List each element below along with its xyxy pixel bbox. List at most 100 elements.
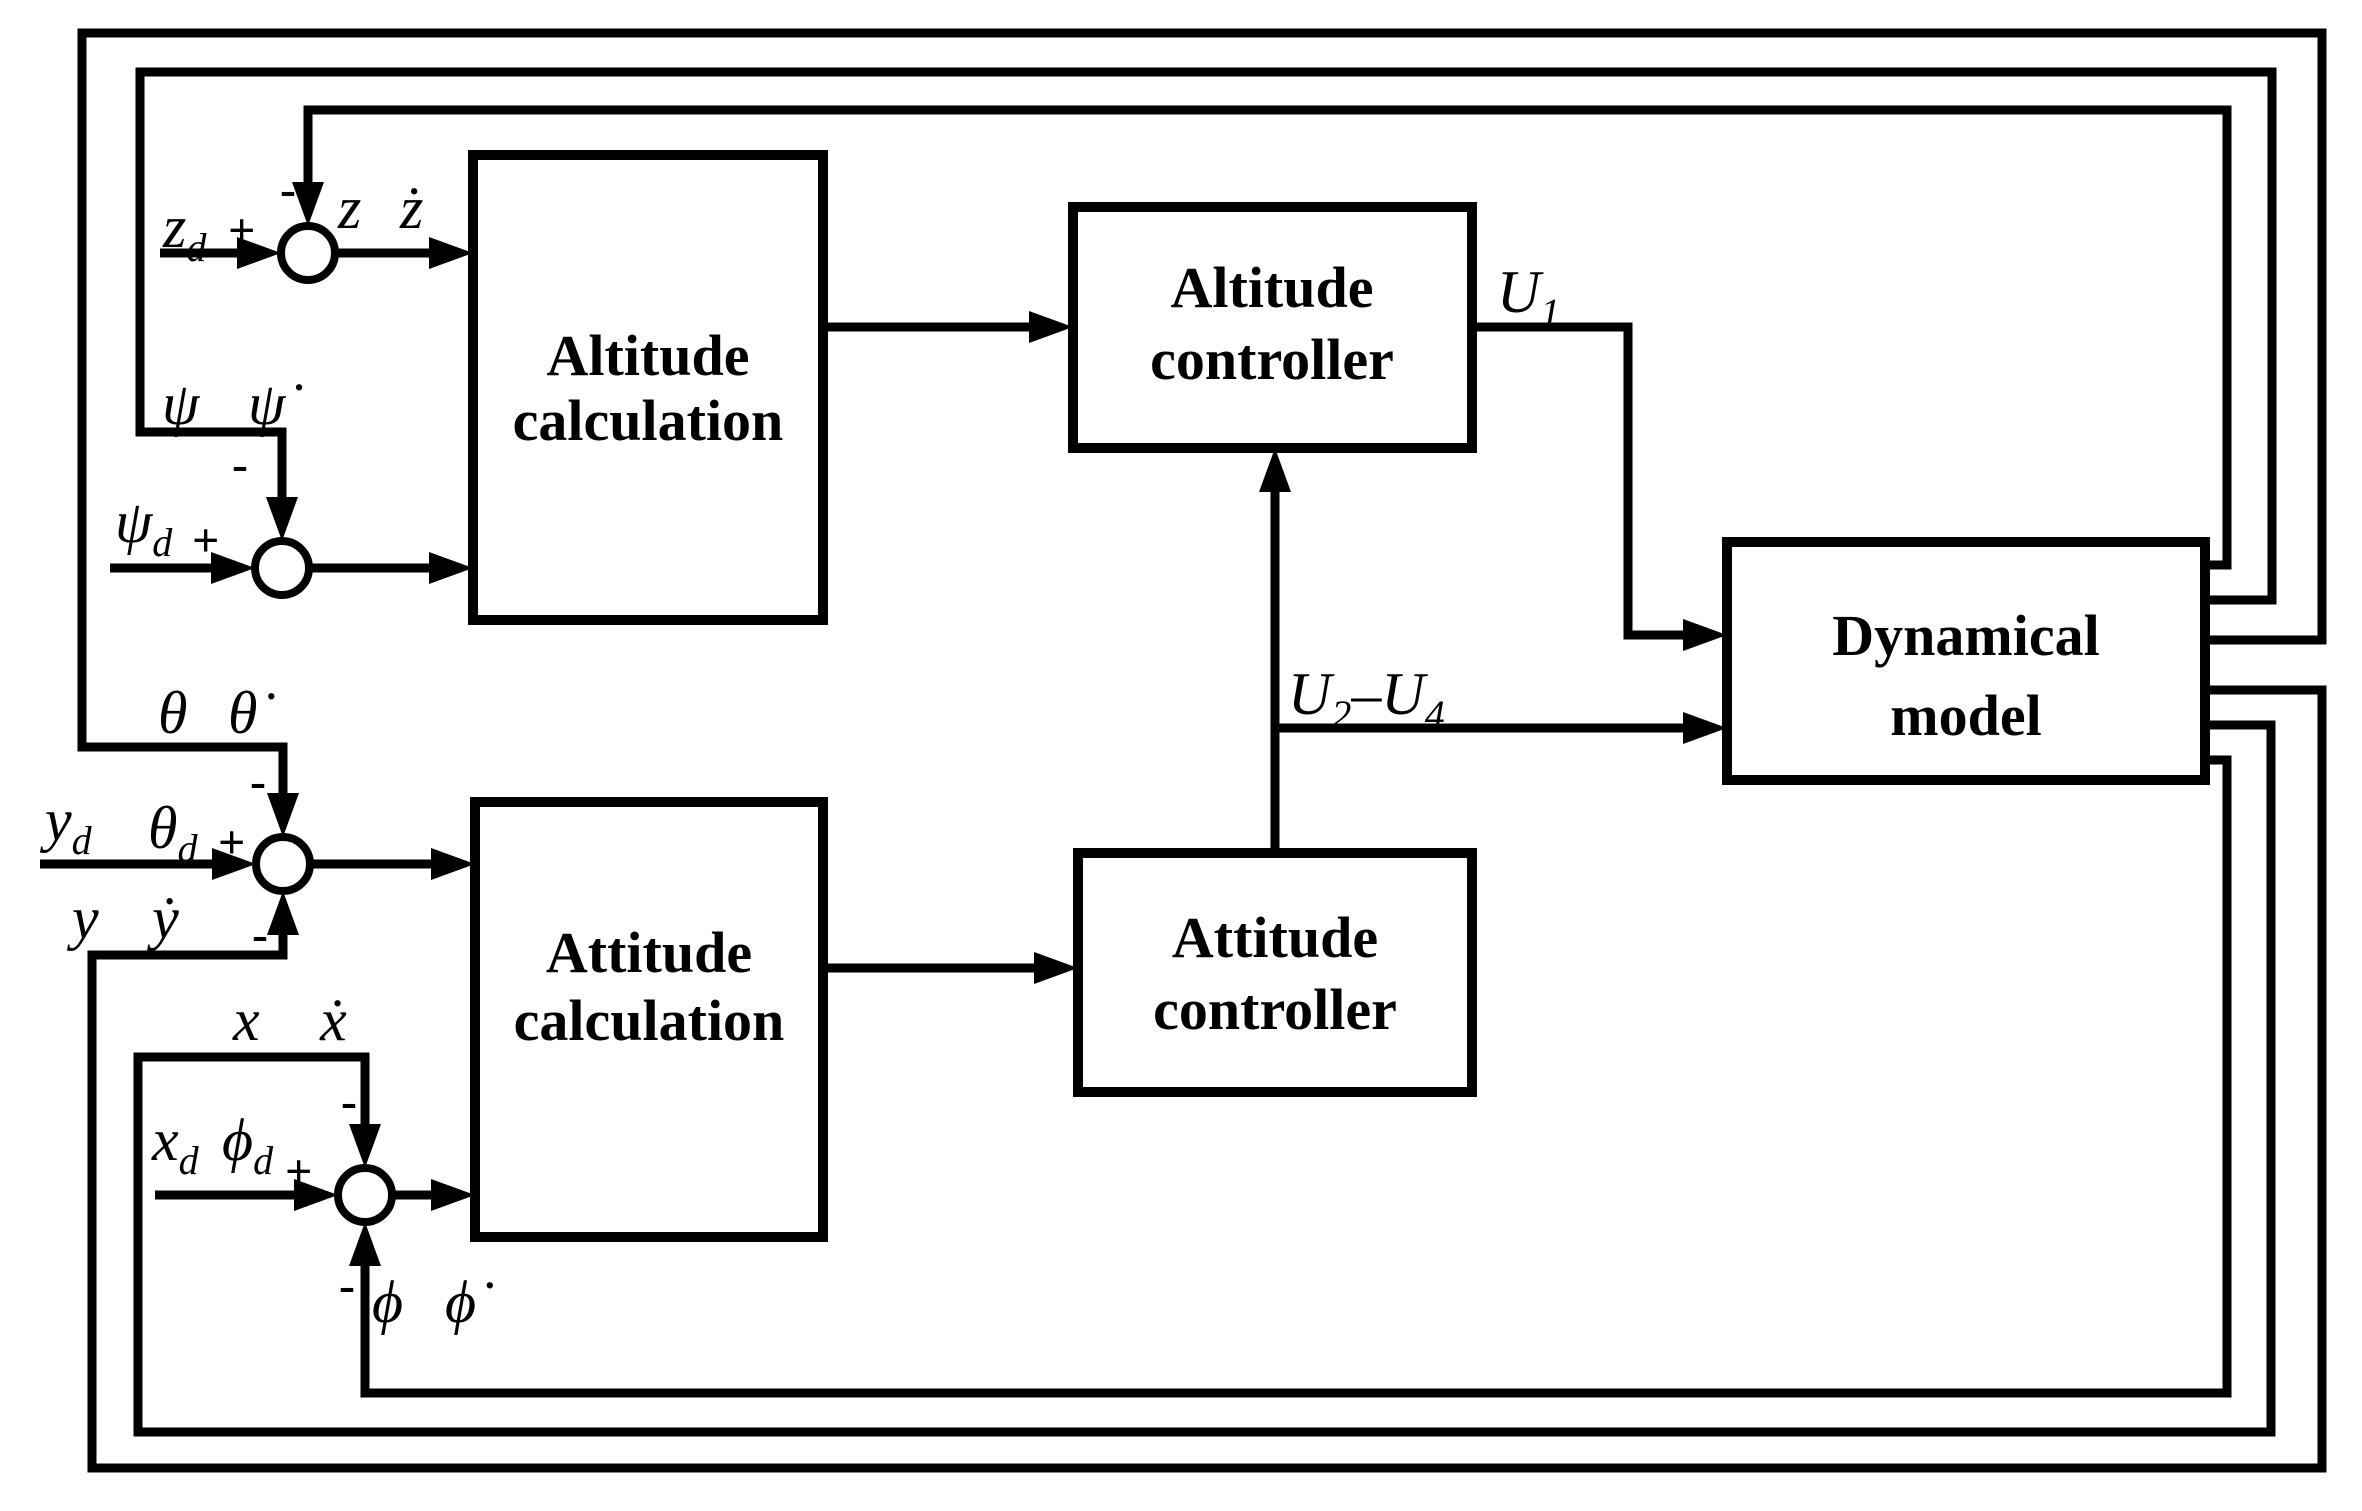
- block-attitude-calculation: Attitude calculation: [470, 797, 828, 1242]
- arrow-theta-into-attitude-calc-icon: [431, 848, 475, 880]
- arrow-into-theta-junction-bottom-icon: [267, 891, 299, 935]
- phi-feedback-minus-sign: -: [339, 1259, 355, 1312]
- yd-base: y: [39, 787, 72, 853]
- u2u4-dash: –: [1350, 661, 1382, 727]
- z-feedback-minus-sign: -: [280, 163, 296, 216]
- thetad-base: θ: [148, 795, 177, 861]
- altitude-calculation-box: [468, 150, 828, 625]
- z-state-label: z: [337, 175, 361, 241]
- dynamical-model-label-line2: model: [1890, 683, 2041, 748]
- zd-base: z: [162, 194, 186, 260]
- block-attitude-controller: Attitude controller: [1073, 848, 1477, 1097]
- yd-sub: d: [72, 818, 93, 863]
- phi-summing-junction: [334, 1164, 396, 1226]
- attitude-controller-label-line2: controller: [1153, 977, 1397, 1042]
- theta-rate-label: θ̇: [228, 680, 274, 746]
- zd-label: zd: [162, 194, 207, 270]
- x-feedback-wire: [133, 720, 2276, 1437]
- phid-sub: d: [253, 1138, 274, 1183]
- phid-base: ϕ: [222, 1107, 253, 1173]
- altitude-calculation-label-line2: calculation: [513, 388, 784, 453]
- altitude-controller-label-line1: Altitude: [1171, 255, 1374, 320]
- arrow-into-z-junction-top-icon: [292, 182, 324, 226]
- arrow-into-attitude-controller-icon: [1034, 952, 1078, 984]
- arrow-psid-into-junction-icon: [211, 552, 255, 584]
- arrow-u2u4-into-dynamical-model-icon: [1683, 712, 1727, 744]
- arrow-u2u4-into-altitude-controller-icon: [1259, 448, 1291, 492]
- arrow-z-into-altitude-calc-icon: [429, 237, 473, 269]
- y-rate-label: ẏ: [147, 885, 179, 951]
- thetad-sub: d: [177, 826, 198, 871]
- psid-sub: d: [152, 520, 173, 565]
- wires: [40, 28, 2327, 1473]
- dynamical-model-box: [1722, 537, 2210, 785]
- attitude-controller-label-line1: Attitude: [1172, 905, 1378, 970]
- psid-plus-sign: +: [192, 514, 219, 567]
- phi-state-label: ϕ: [372, 1269, 403, 1335]
- phi-feedback-wire: [360, 755, 2232, 1398]
- arrow-into-psi-junction-top-icon: [266, 497, 298, 541]
- z-rate-label: ż: [399, 175, 423, 241]
- y-state-label: y: [66, 885, 99, 951]
- dynamical-model-label-line1: Dynamical: [1832, 603, 2099, 668]
- y-feedback-minus-sign: -: [252, 908, 268, 961]
- u2u4-base-to: U: [1381, 661, 1428, 727]
- arrow-psi-into-altitude-calc-icon: [429, 552, 473, 584]
- theta-summing-junction: [252, 833, 314, 895]
- zd-plus-sign: +: [228, 204, 255, 257]
- z-summing-junction: [277, 222, 339, 284]
- psi-feedback-minus-sign: -: [232, 438, 248, 491]
- u2-u4-label: U2–U4: [1288, 661, 1445, 737]
- xd-label: xd: [151, 1107, 200, 1183]
- theta-state-label: θ: [158, 680, 187, 746]
- block-altitude-controller: Altitude controller: [1068, 202, 1477, 453]
- z-feedback-wire: [303, 105, 2232, 570]
- arrowheads: [211, 182, 1727, 1266]
- psi-feedback-wire: [135, 67, 2277, 605]
- theta-feedback-minus-sign: -: [250, 755, 266, 808]
- u1-wire: [1472, 322, 1687, 640]
- zd-sub: d: [186, 225, 207, 270]
- u1-base: U: [1497, 259, 1544, 325]
- xd-plus-sign: +: [285, 1145, 312, 1198]
- attitude-calculation-label-line1: Attitude: [546, 920, 752, 985]
- u2u4-sub-from: 2: [1331, 692, 1351, 737]
- psi-rate-label: ψ̇: [248, 371, 302, 437]
- attitude-controller-box: [1073, 848, 1477, 1097]
- block-altitude-calculation: Altitude calculation: [468, 150, 828, 625]
- u1-label: U1: [1497, 259, 1560, 335]
- altitude-controller-label-line2: controller: [1150, 327, 1394, 392]
- arrow-into-phi-junction-top-icon: [349, 1124, 381, 1168]
- u2u4-sub-to: 4: [1425, 692, 1445, 737]
- yd-plus-sign: +: [218, 816, 245, 869]
- arrow-into-phi-junction-bottom-icon: [349, 1222, 381, 1266]
- xd-base: x: [151, 1107, 179, 1173]
- u1-sub: 1: [1540, 290, 1560, 335]
- psid-label: ψd: [115, 489, 173, 565]
- x-state-label: x: [232, 987, 260, 1053]
- block-dynamical-model: Dynamical model: [1722, 537, 2210, 785]
- arrow-into-altitude-controller-icon: [1029, 311, 1073, 343]
- arrow-u1-into-dynamical-model-icon: [1683, 619, 1727, 651]
- altitude-controller-box: [1068, 202, 1477, 453]
- arrow-xd-into-junction-icon: [294, 1179, 338, 1211]
- theta-feedback-wire: [77, 28, 2327, 799]
- xd-sub: d: [179, 1138, 200, 1183]
- arrow-into-theta-junction-top-icon: [267, 793, 299, 837]
- psid-base: ψ: [115, 489, 154, 555]
- attitude-calculation-label-line2: calculation: [514, 988, 785, 1053]
- arrow-zd-into-junction-icon: [237, 237, 281, 269]
- arrow-yd-into-junction-icon: [212, 848, 256, 880]
- altitude-calculation-label-line1: Altitude: [547, 323, 750, 388]
- x-feedback-minus-sign: -: [341, 1075, 357, 1128]
- arrow-phi-into-attitude-calc-icon: [431, 1179, 475, 1211]
- u2u4-base-from: U: [1288, 661, 1335, 727]
- x-rate-label: ẋ: [319, 987, 347, 1053]
- phi-rate-label: ϕ̇: [445, 1269, 493, 1335]
- phid-label: ϕd: [222, 1107, 274, 1183]
- thetad-label: θd: [148, 795, 198, 871]
- summing-junctions: [251, 222, 396, 1226]
- psi-state-label: ψ: [162, 371, 201, 437]
- psi-summing-junction: [251, 537, 313, 599]
